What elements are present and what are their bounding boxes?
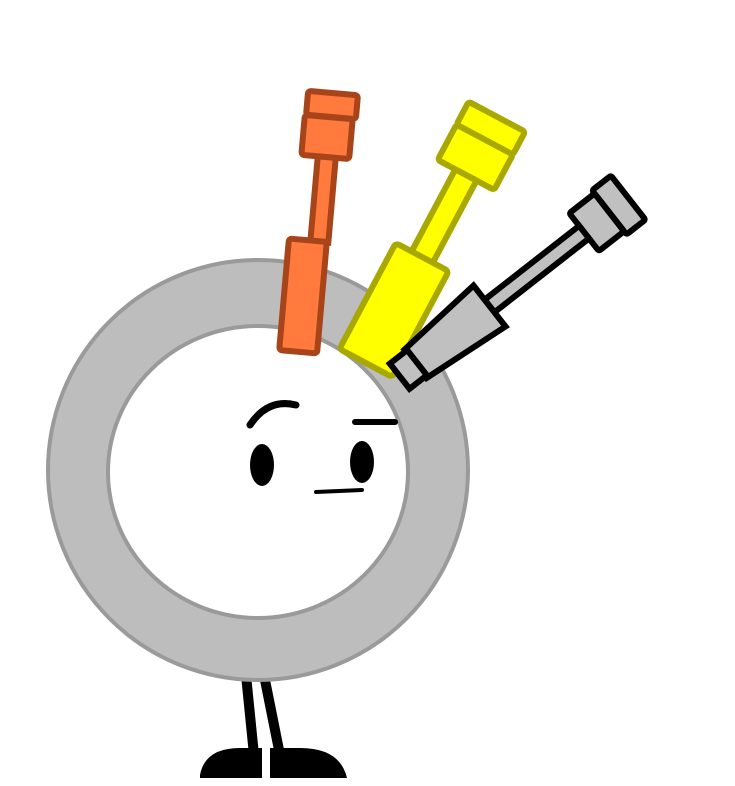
right-leg — [257, 660, 347, 778]
legs — [200, 660, 347, 778]
left-leg — [200, 660, 262, 778]
gray-screwdriver — [385, 173, 648, 394]
face — [246, 400, 398, 494]
right-eye — [350, 441, 374, 483]
orange-screwdriver — [276, 88, 361, 357]
left-eyebrow — [246, 400, 300, 429]
yellow-screwdriver — [337, 99, 528, 379]
mouth — [314, 488, 364, 494]
left-eye — [250, 444, 274, 486]
